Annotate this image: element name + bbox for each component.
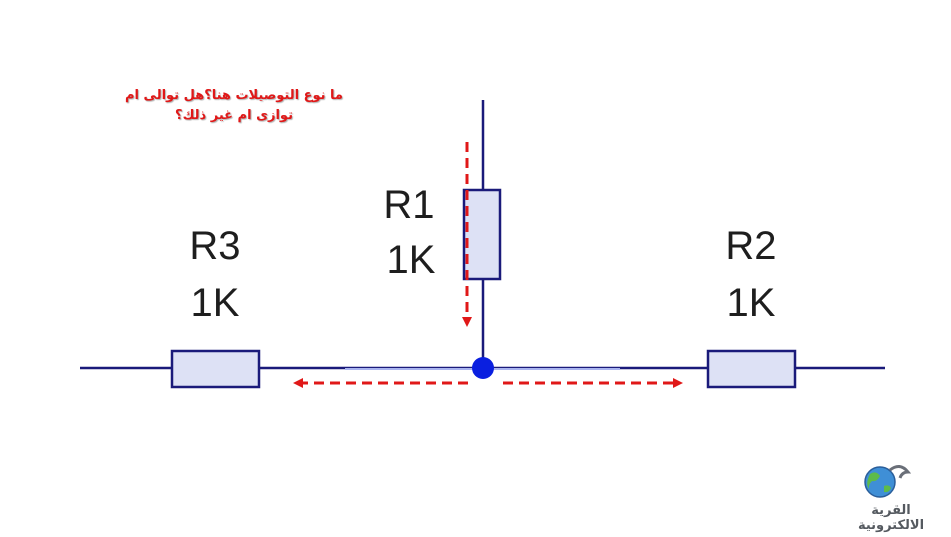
resistor-r3 bbox=[170, 349, 261, 389]
logo-text: القرية الالكترونية bbox=[857, 503, 925, 533]
question-text: ما نوع التوصيلات هنا؟هل توالى ام توازى ا… bbox=[118, 86, 350, 126]
r2-value: 1K bbox=[726, 281, 776, 325]
r2-name: R2 bbox=[725, 224, 777, 268]
question-line-1: ما نوع التوصيلات هنا؟هل توالى ام bbox=[125, 88, 343, 103]
question-line-2: توازى ام غير ذلك؟ bbox=[175, 108, 293, 123]
r3-name: R3 bbox=[189, 224, 241, 268]
r1-name: R1 bbox=[383, 183, 435, 227]
r1-value-label: 1K bbox=[366, 238, 456, 282]
r3-value: 1K bbox=[190, 281, 240, 325]
r2-label: R2 bbox=[706, 224, 796, 268]
resistor-r1 bbox=[462, 188, 502, 281]
r1-label: R1 bbox=[364, 183, 454, 227]
r2-value-label: 1K bbox=[706, 281, 796, 325]
globe-logo-icon bbox=[864, 465, 912, 498]
resistor-r2 bbox=[706, 349, 797, 389]
r3-label: R3 bbox=[170, 224, 260, 268]
junction-node bbox=[472, 357, 494, 379]
r1-value: 1K bbox=[386, 238, 436, 282]
r3-value-label: 1K bbox=[170, 281, 260, 325]
